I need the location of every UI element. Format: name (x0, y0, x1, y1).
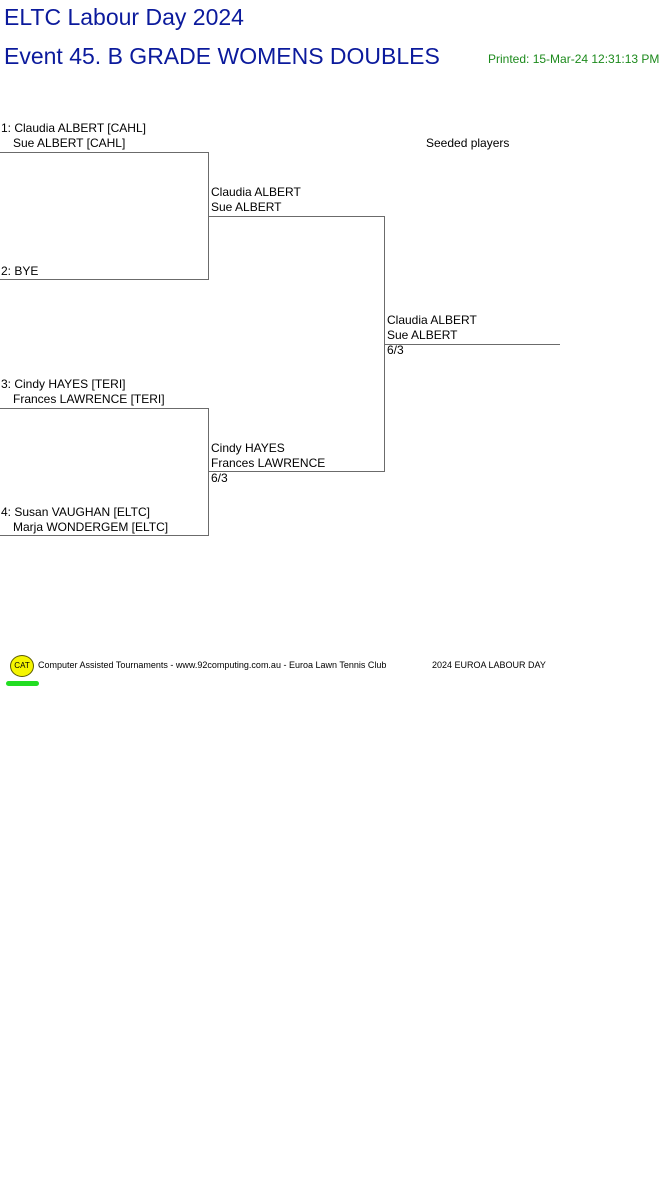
round2-entry-2-score: 6/3 (211, 471, 228, 485)
round2-entry-1-player1: Claudia ALBERT (211, 185, 301, 199)
round1-entry-4-player2: Marja WONDERGEM [ELTC] (13, 520, 169, 534)
round1-entry-2[interactable]: 2: BYE (1, 264, 38, 279)
round1-entry-2-player1: 2: BYE (1, 264, 39, 278)
event-title: Event 45. B GRADE WOMENS DOUBLES (4, 43, 440, 69)
tournament-title: ELTC Labour Day 2024 (4, 4, 244, 30)
footer-event-name: 2024 EUROA LABOUR DAY (432, 660, 546, 670)
round2-entry-2[interactable]: Cindy HAYES Frances LAWRENCE (211, 441, 325, 471)
final-entry[interactable]: Claudia ALBERT Sue ALBERT (387, 313, 477, 343)
round1-entry-4[interactable]: 4: Susan VAUGHAN [ELTC] Marja WONDERGEM … (1, 505, 168, 535)
round1-line-2 (0, 279, 208, 280)
round1-line-4 (0, 535, 208, 536)
final-score: 6/3 (387, 343, 404, 357)
cat-logo-swoosh (6, 681, 39, 686)
round1-entry-1[interactable]: 1: Claudia ALBERT [CAHL] Sue ALBERT [CAH… (1, 121, 146, 151)
round1-entry-1-player1: 1: Claudia ALBERT [CAHL] (1, 121, 146, 135)
round1-entry-3-player1: 3: Cindy HAYES [TERI] (1, 377, 126, 391)
round2-entry-2-player1: Cindy HAYES (211, 441, 285, 455)
printed-timestamp: Printed: 15-Mar-24 12:31:13 PM (488, 52, 660, 66)
round1-entry-3-player2: Frances LAWRENCE [TERI] (13, 392, 165, 406)
seeded-players-label: Seeded players (426, 136, 510, 150)
final-entry-player2: Sue ALBERT (387, 328, 458, 342)
round1-entry-3[interactable]: 3: Cindy HAYES [TERI] Frances LAWRENCE [… (1, 377, 165, 407)
round2-entry-1[interactable]: Claudia ALBERT Sue ALBERT (211, 185, 301, 215)
round1-connector-2 (208, 408, 209, 536)
round2-line-1 (208, 216, 384, 217)
round2-entry-1-player2: Sue ALBERT (211, 200, 282, 214)
round1-entry-1-player2: Sue ALBERT [CAHL] (13, 136, 126, 150)
round1-line-1 (0, 152, 208, 153)
footer-credit: Computer Assisted Tournaments - www.92co… (38, 660, 387, 670)
round1-entry-4-player1: 4: Susan VAUGHAN [ELTC] (1, 505, 150, 519)
round2-line-2 (208, 471, 384, 472)
final-line (384, 344, 560, 345)
final-entry-player1: Claudia ALBERT (387, 313, 477, 327)
round1-line-3 (0, 408, 208, 409)
round2-entry-2-player2: Frances LAWRENCE (211, 456, 326, 470)
cat-logo-icon: CAT (10, 655, 34, 677)
